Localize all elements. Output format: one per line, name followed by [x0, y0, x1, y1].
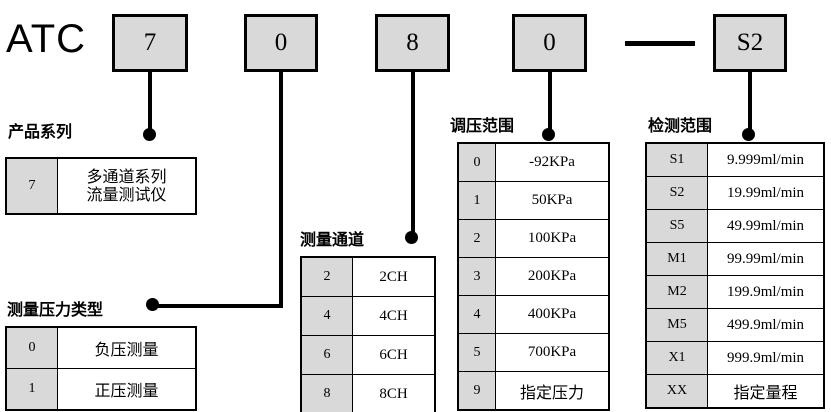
brand-label: ATC — [6, 17, 87, 61]
pressure-range-code-6: 9 — [457, 371, 496, 411]
connector-pressure-range-line — [548, 72, 552, 134]
detection-range-code-7: XX — [645, 374, 708, 409]
detection-range-code-6: X1 — [645, 341, 708, 375]
table-row[interactable]: 1 50KPa — [457, 181, 610, 220]
detection-range-desc-7: 指定量程 — [707, 374, 825, 409]
series-desc-0-line1: 多通道系列 — [86, 167, 167, 187]
pressure-type-desc-1: 正压测量 — [57, 368, 197, 411]
connector-pressure-type-hline — [152, 304, 283, 308]
label-pressure-type: 测量压力类型 — [7, 300, 104, 319]
table-row[interactable]: 5 700KPa — [457, 333, 610, 372]
table-row[interactable]: 0 负压测量 — [5, 326, 197, 369]
channel-desc-1: 4CH — [352, 296, 436, 336]
table-row[interactable]: XX 指定量程 — [645, 374, 825, 409]
label-pressure-range: 调压范围 — [450, 116, 515, 135]
pressure-range-desc-6: 指定压力 — [495, 371, 610, 411]
label-channels: 测量通道 — [300, 230, 365, 249]
detection-range-code-0: S1 — [645, 142, 708, 177]
connector-pressure-range-dot — [542, 128, 555, 141]
channel-code-3: 8 — [300, 374, 353, 412]
code-box-channel[interactable]: 8 — [375, 14, 450, 72]
detection-range-code-4: M2 — [645, 275, 708, 309]
table-channels: 2 2CH 4 4CH 6 6CH 8 8CH — [300, 256, 436, 412]
connector-pressure-type-vline — [279, 72, 283, 308]
detection-range-code-1: S2 — [645, 176, 708, 210]
detection-range-desc-4: 199.9ml/min — [707, 275, 825, 309]
series-code-0: 7 — [5, 157, 58, 215]
series-desc-0: 多通道系列 流量测试仪 — [57, 157, 197, 215]
table-row[interactable]: 3 200KPa — [457, 257, 610, 296]
channel-desc-2: 6CH — [352, 335, 436, 375]
table-row[interactable]: 2 2CH — [300, 256, 436, 297]
detection-range-desc-0: 9.999ml/min — [707, 142, 825, 177]
connector-series-dot — [143, 128, 156, 141]
pressure-type-code-1: 1 — [5, 368, 58, 411]
detection-range-desc-1: 19.99ml/min — [707, 176, 825, 210]
table-row[interactable]: 4 4CH — [300, 296, 436, 336]
connector-channel-dot — [405, 231, 418, 244]
table-row[interactable]: M2 199.9ml/min — [645, 275, 825, 309]
code-box-pressure-range[interactable]: 0 — [512, 14, 587, 72]
code-box-series[interactable]: 7 — [112, 14, 188, 72]
separator-dash — [625, 41, 695, 46]
code-box-pressure-type[interactable]: 0 — [244, 14, 318, 72]
pressure-range-desc-1: 50KPa — [495, 181, 610, 220]
table-detection-range: S1 9.999ml/min S2 19.99ml/min S5 49.99ml… — [645, 142, 825, 409]
table-row[interactable]: 0 -92KPa — [457, 142, 610, 182]
label-detection-range: 检测范围 — [648, 116, 713, 135]
pressure-range-desc-0: -92KPa — [495, 142, 610, 182]
table-row[interactable]: X1 999.9ml/min — [645, 341, 825, 375]
pressure-range-code-1: 1 — [457, 181, 496, 220]
table-row[interactable]: S2 19.99ml/min — [645, 176, 825, 210]
channel-desc-0: 2CH — [352, 256, 436, 297]
pressure-range-desc-5: 700KPa — [495, 333, 610, 372]
table-row[interactable]: 9 指定压力 — [457, 371, 610, 411]
connector-series-line — [148, 72, 152, 134]
channel-code-1: 4 — [300, 296, 353, 336]
pressure-type-code-0: 0 — [5, 326, 58, 369]
channel-code-0: 2 — [300, 256, 353, 297]
pressure-range-code-3: 3 — [457, 257, 496, 296]
table-row[interactable]: M5 499.9ml/min — [645, 308, 825, 342]
pressure-range-desc-2: 100KPa — [495, 219, 610, 258]
pressure-range-desc-3: 200KPa — [495, 257, 610, 296]
channel-code-2: 6 — [300, 335, 353, 375]
detection-range-code-5: M5 — [645, 308, 708, 342]
table-row[interactable]: S5 49.99ml/min — [645, 209, 825, 243]
detection-range-desc-3: 99.99ml/min — [707, 242, 825, 276]
table-row[interactable]: M1 99.99ml/min — [645, 242, 825, 276]
detection-range-code-2: S5 — [645, 209, 708, 243]
table-row[interactable]: S1 9.999ml/min — [645, 142, 825, 177]
channel-desc-3: 8CH — [352, 374, 436, 412]
detection-range-desc-2: 49.99ml/min — [707, 209, 825, 243]
series-desc-0-line2: 流量测试仪 — [86, 185, 167, 204]
pressure-range-code-0: 0 — [457, 142, 496, 182]
table-row[interactable]: 8 8CH — [300, 374, 436, 412]
pressure-range-code-4: 4 — [457, 295, 496, 334]
connector-pressure-type-dot — [146, 298, 159, 311]
table-pressure-type: 0 负压测量 1 正压测量 — [5, 326, 197, 411]
connector-detection-range-dot — [742, 128, 755, 141]
code-box-detection-range[interactable]: S2 — [713, 14, 787, 72]
detection-range-desc-6: 999.9ml/min — [707, 341, 825, 375]
table-pressure-range: 0 -92KPa 1 50KPa 2 100KPa 3 200KPa 4 400… — [457, 142, 610, 411]
pressure-range-code-5: 5 — [457, 333, 496, 372]
table-row[interactable]: 2 100KPa — [457, 219, 610, 258]
table-row[interactable]: 1 正压测量 — [5, 368, 197, 411]
label-series: 产品系列 — [8, 122, 73, 141]
table-series: 7 多通道系列 流量测试仪 — [5, 157, 197, 215]
detection-range-code-3: M1 — [645, 242, 708, 276]
pressure-range-desc-4: 400KPa — [495, 295, 610, 334]
connector-detection-range-line — [748, 72, 752, 134]
pressure-range-code-2: 2 — [457, 219, 496, 258]
connector-channel-line — [411, 72, 415, 237]
table-row[interactable]: 7 多通道系列 流量测试仪 — [5, 157, 197, 215]
pressure-type-desc-0: 负压测量 — [57, 326, 197, 369]
detection-range-desc-5: 499.9ml/min — [707, 308, 825, 342]
table-row[interactable]: 6 6CH — [300, 335, 436, 375]
table-row[interactable]: 4 400KPa — [457, 295, 610, 334]
